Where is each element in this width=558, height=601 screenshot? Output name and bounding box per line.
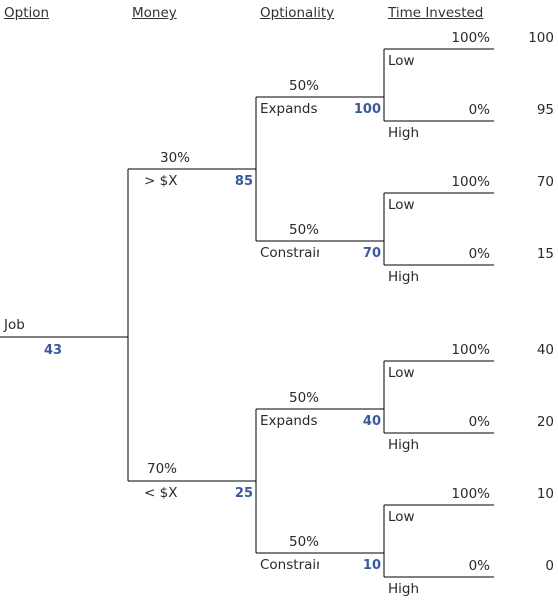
high-constrain-value: 70 (362, 246, 381, 261)
low-constrain-value: 10 (362, 558, 381, 573)
high-expands-label: Expands (260, 101, 318, 117)
time-high-label: High (388, 125, 420, 141)
time-low-label: Low (388, 197, 415, 213)
money-low-prob: 70% (147, 461, 178, 477)
money-low-label: < $X (144, 485, 178, 501)
low-constrain-label: Constrain (260, 557, 319, 573)
header-option: Option (4, 5, 50, 21)
outcome-value: 15 (536, 246, 554, 262)
header-time-invested: Time Invested (388, 5, 484, 21)
high-constrain-label: Constrain (260, 245, 319, 261)
root-value: 43 (44, 343, 63, 358)
money-high-value: 85 (234, 174, 253, 189)
header-money: Money (132, 5, 177, 21)
root-label: Job (4, 317, 25, 333)
money-low-value: 25 (234, 486, 253, 501)
time-high-prob: 0% (468, 246, 490, 262)
money-high-prob: 30% (160, 150, 191, 166)
time-low-label: Low (388, 365, 415, 381)
high-constrain-prob: 50% (289, 222, 320, 238)
outcome-value: 20 (536, 414, 554, 430)
outcome-value: 70 (536, 174, 554, 190)
time-high-prob: 0% (468, 102, 490, 118)
outcome-value: 0 (545, 558, 554, 574)
money-high-label: > $X (144, 173, 178, 189)
header-optionality: Optionality (260, 5, 335, 21)
low-expands-prob: 50% (289, 390, 320, 406)
outcome-value: 100 (528, 30, 554, 46)
time-high-label: High (388, 581, 420, 597)
time-high-prob: 0% (468, 558, 490, 574)
time-low-prob: 100% (451, 174, 490, 190)
time-low-label: Low (388, 53, 415, 69)
low-expands-value: 40 (362, 414, 381, 429)
time-low-prob: 100% (451, 342, 490, 358)
outcome-value: 95 (536, 102, 554, 118)
time-high-label: High (388, 269, 420, 285)
low-expands-label: Expands (260, 413, 318, 429)
outcome-value: 40 (536, 342, 554, 358)
high-expands-prob: 50% (289, 78, 320, 94)
outcome-value: 10 (536, 486, 554, 502)
time-low-prob: 100% (451, 486, 490, 502)
high-expands-value: 100 (353, 102, 381, 117)
low-constrain-prob: 50% (289, 534, 320, 550)
time-high-label: High (388, 437, 420, 453)
time-low-prob: 100% (451, 30, 490, 46)
time-high-prob: 0% (468, 414, 490, 430)
time-low-label: Low (388, 509, 415, 525)
